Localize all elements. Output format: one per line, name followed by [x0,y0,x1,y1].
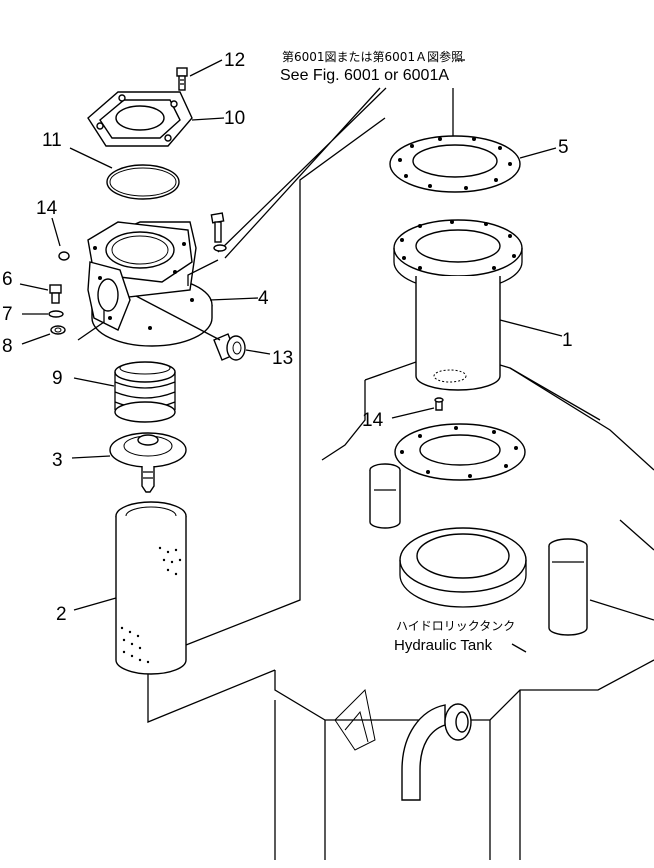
tank-label-en: Hydraulic Tank [394,637,493,654]
part-12-bolt [176,67,188,91]
part-14-plug-upper [58,251,70,261]
tank-hook-pipe [401,703,472,801]
leader-13 [245,349,271,355]
part-5-gasket [389,135,521,193]
callout-7: 7 [2,304,13,325]
callout-5: 5 [558,137,569,158]
leader-10 [191,117,225,121]
leader-8 [21,333,51,345]
leader-13-to-case [135,295,221,341]
leader-4 [209,297,259,301]
leader-9 [73,377,115,387]
callout-14-upper: 14 [36,198,58,219]
callout-11: 11 [42,130,62,151]
reference-note-en: See Fig. 6001 or 6001A [280,67,449,84]
callout-8: 8 [2,336,13,357]
case-bracket-leader [77,310,105,341]
part-10-cover-plate [87,91,193,147]
leader-1 [499,319,563,337]
part-4-filter-case [87,221,213,347]
part-11-o-ring [106,164,180,200]
case-mounting-bolt [210,212,227,252]
callout-1: 1 [562,330,573,351]
part-3-bypass-valve [109,432,187,493]
callout-13: 13 [272,348,293,369]
callout-3: 3 [52,450,63,471]
part-13-indicator-plug [213,333,246,361]
leader-5 [519,147,557,159]
tank-lower-gasket [394,423,526,481]
filter-mesh-dots [120,546,182,664]
tank-pipe-stub-left [369,463,401,529]
callout-14-lower: 14 [362,410,384,431]
callout-9: 9 [52,368,63,389]
callout-6: 6 [2,269,13,290]
part-6-bolt [49,284,62,304]
callout-10: 10 [224,108,245,129]
part-2-filter-element [115,501,187,675]
tank-label-leader [511,643,527,653]
reference-leader-to-bolt [217,87,387,259]
reference-note-jp: 第6001図または第6001Ａ図参照 [282,49,463,64]
callout-4: 4 [258,288,269,309]
leader-3 [71,455,111,459]
leader-12 [189,59,223,77]
tank-label-jp: ハイドロリックタンク [396,619,515,633]
leader-14-lower [391,407,435,419]
case-bolt-leader [187,259,219,286]
part-8-spring-washer [50,325,66,335]
part-7-washer [48,310,64,318]
leader-6 [19,283,49,291]
part-14-plug-lower [434,397,444,411]
callout-2: 2 [56,604,67,625]
tank-flange-opening [399,527,527,608]
part-1-tank-case [393,219,523,391]
leader-11 [69,147,113,169]
leader-14-upper [51,217,61,247]
part-9-spring [114,361,176,423]
tank-pipe-stub-right [548,538,588,636]
leader-2 [73,597,117,611]
callout-12: 12 [224,50,245,71]
